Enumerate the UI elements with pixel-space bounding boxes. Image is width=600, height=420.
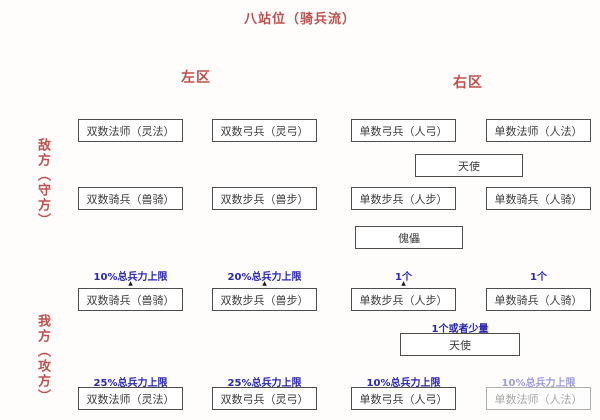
- arrow-up-icon: ▲: [128, 280, 133, 287]
- our-row1-box-cavalry-beast: 双数骑兵（兽骑）: [78, 288, 183, 311]
- enemy-row2-box-infantry-human: 单数步兵（人步）: [351, 187, 456, 210]
- page-title: 八站位（骑兵流）: [243, 12, 356, 27]
- side-label-enemy: 敌方（守方）: [35, 138, 50, 228]
- zone-label-right: 右区: [453, 75, 483, 91]
- our-row1-limit-label-1: 20%总兵力上限: [227, 272, 302, 283]
- our-row1-box-cavalry-human: 单数骑兵（人骑）: [486, 288, 591, 311]
- zone-label-left: 左区: [181, 70, 211, 86]
- enemy-row2-box-cavalry-beast: 双数骑兵（兽骑）: [78, 187, 183, 210]
- our-row2-box-archer-beast: 双数弓兵（灵弓）: [212, 387, 317, 410]
- our-row1-box-infantry-beast: 双数步兵（兽步）: [212, 288, 317, 311]
- our-row2-limit-label-2: 10%总兵力上限: [366, 378, 441, 389]
- enemy-puppet-box: 傀儡: [355, 226, 463, 249]
- our-row2-box-mage-human: 单数法师（人法）: [486, 387, 591, 410]
- our-row2-limit-label-3: 10%总兵力上限: [501, 378, 576, 389]
- our-row2-limit-label-1: 25%总兵力上限: [227, 378, 302, 389]
- side-label-ours: 我方（攻方）: [35, 314, 50, 404]
- our-row1-limit-label-3: 1个: [530, 272, 547, 283]
- arrow-up-icon: ▲: [262, 280, 267, 287]
- our-row1-box-infantry-human: 单数步兵（人步）: [351, 288, 456, 311]
- our-row2-box-archer-human: 单数弓兵（人弓）: [351, 387, 456, 410]
- our-row2-box-mage-beast: 双数法师（灵法）: [78, 387, 183, 410]
- our-row1-limit-label-2: 1个: [395, 272, 412, 283]
- enemy-row2-box-infantry-beast: 双数步兵（兽步）: [212, 187, 317, 210]
- our-angel-amount-label: 1个或者少量: [431, 324, 489, 335]
- arrow-up-icon: ▲: [401, 280, 406, 287]
- enemy-row2-box-cavalry-human: 单数骑兵（人骑）: [486, 187, 591, 210]
- enemy-row1-box-mage-beast: 双数法师（灵法）: [78, 119, 183, 142]
- our-row1-limit-label-0: 10%总兵力上限: [93, 272, 168, 283]
- our-row2-limit-label-0: 25%总兵力上限: [93, 378, 168, 389]
- enemy-row1-box-mage-human: 单数法师（人法）: [486, 119, 591, 142]
- enemy-row1-box-archer-beast: 双数弓兵（灵弓）: [212, 119, 317, 142]
- enemy-angel-box: 天使: [415, 154, 523, 177]
- our-angel-box: 天使: [400, 333, 520, 356]
- enemy-row1-box-archer-human: 单数弓兵（人弓）: [351, 119, 456, 142]
